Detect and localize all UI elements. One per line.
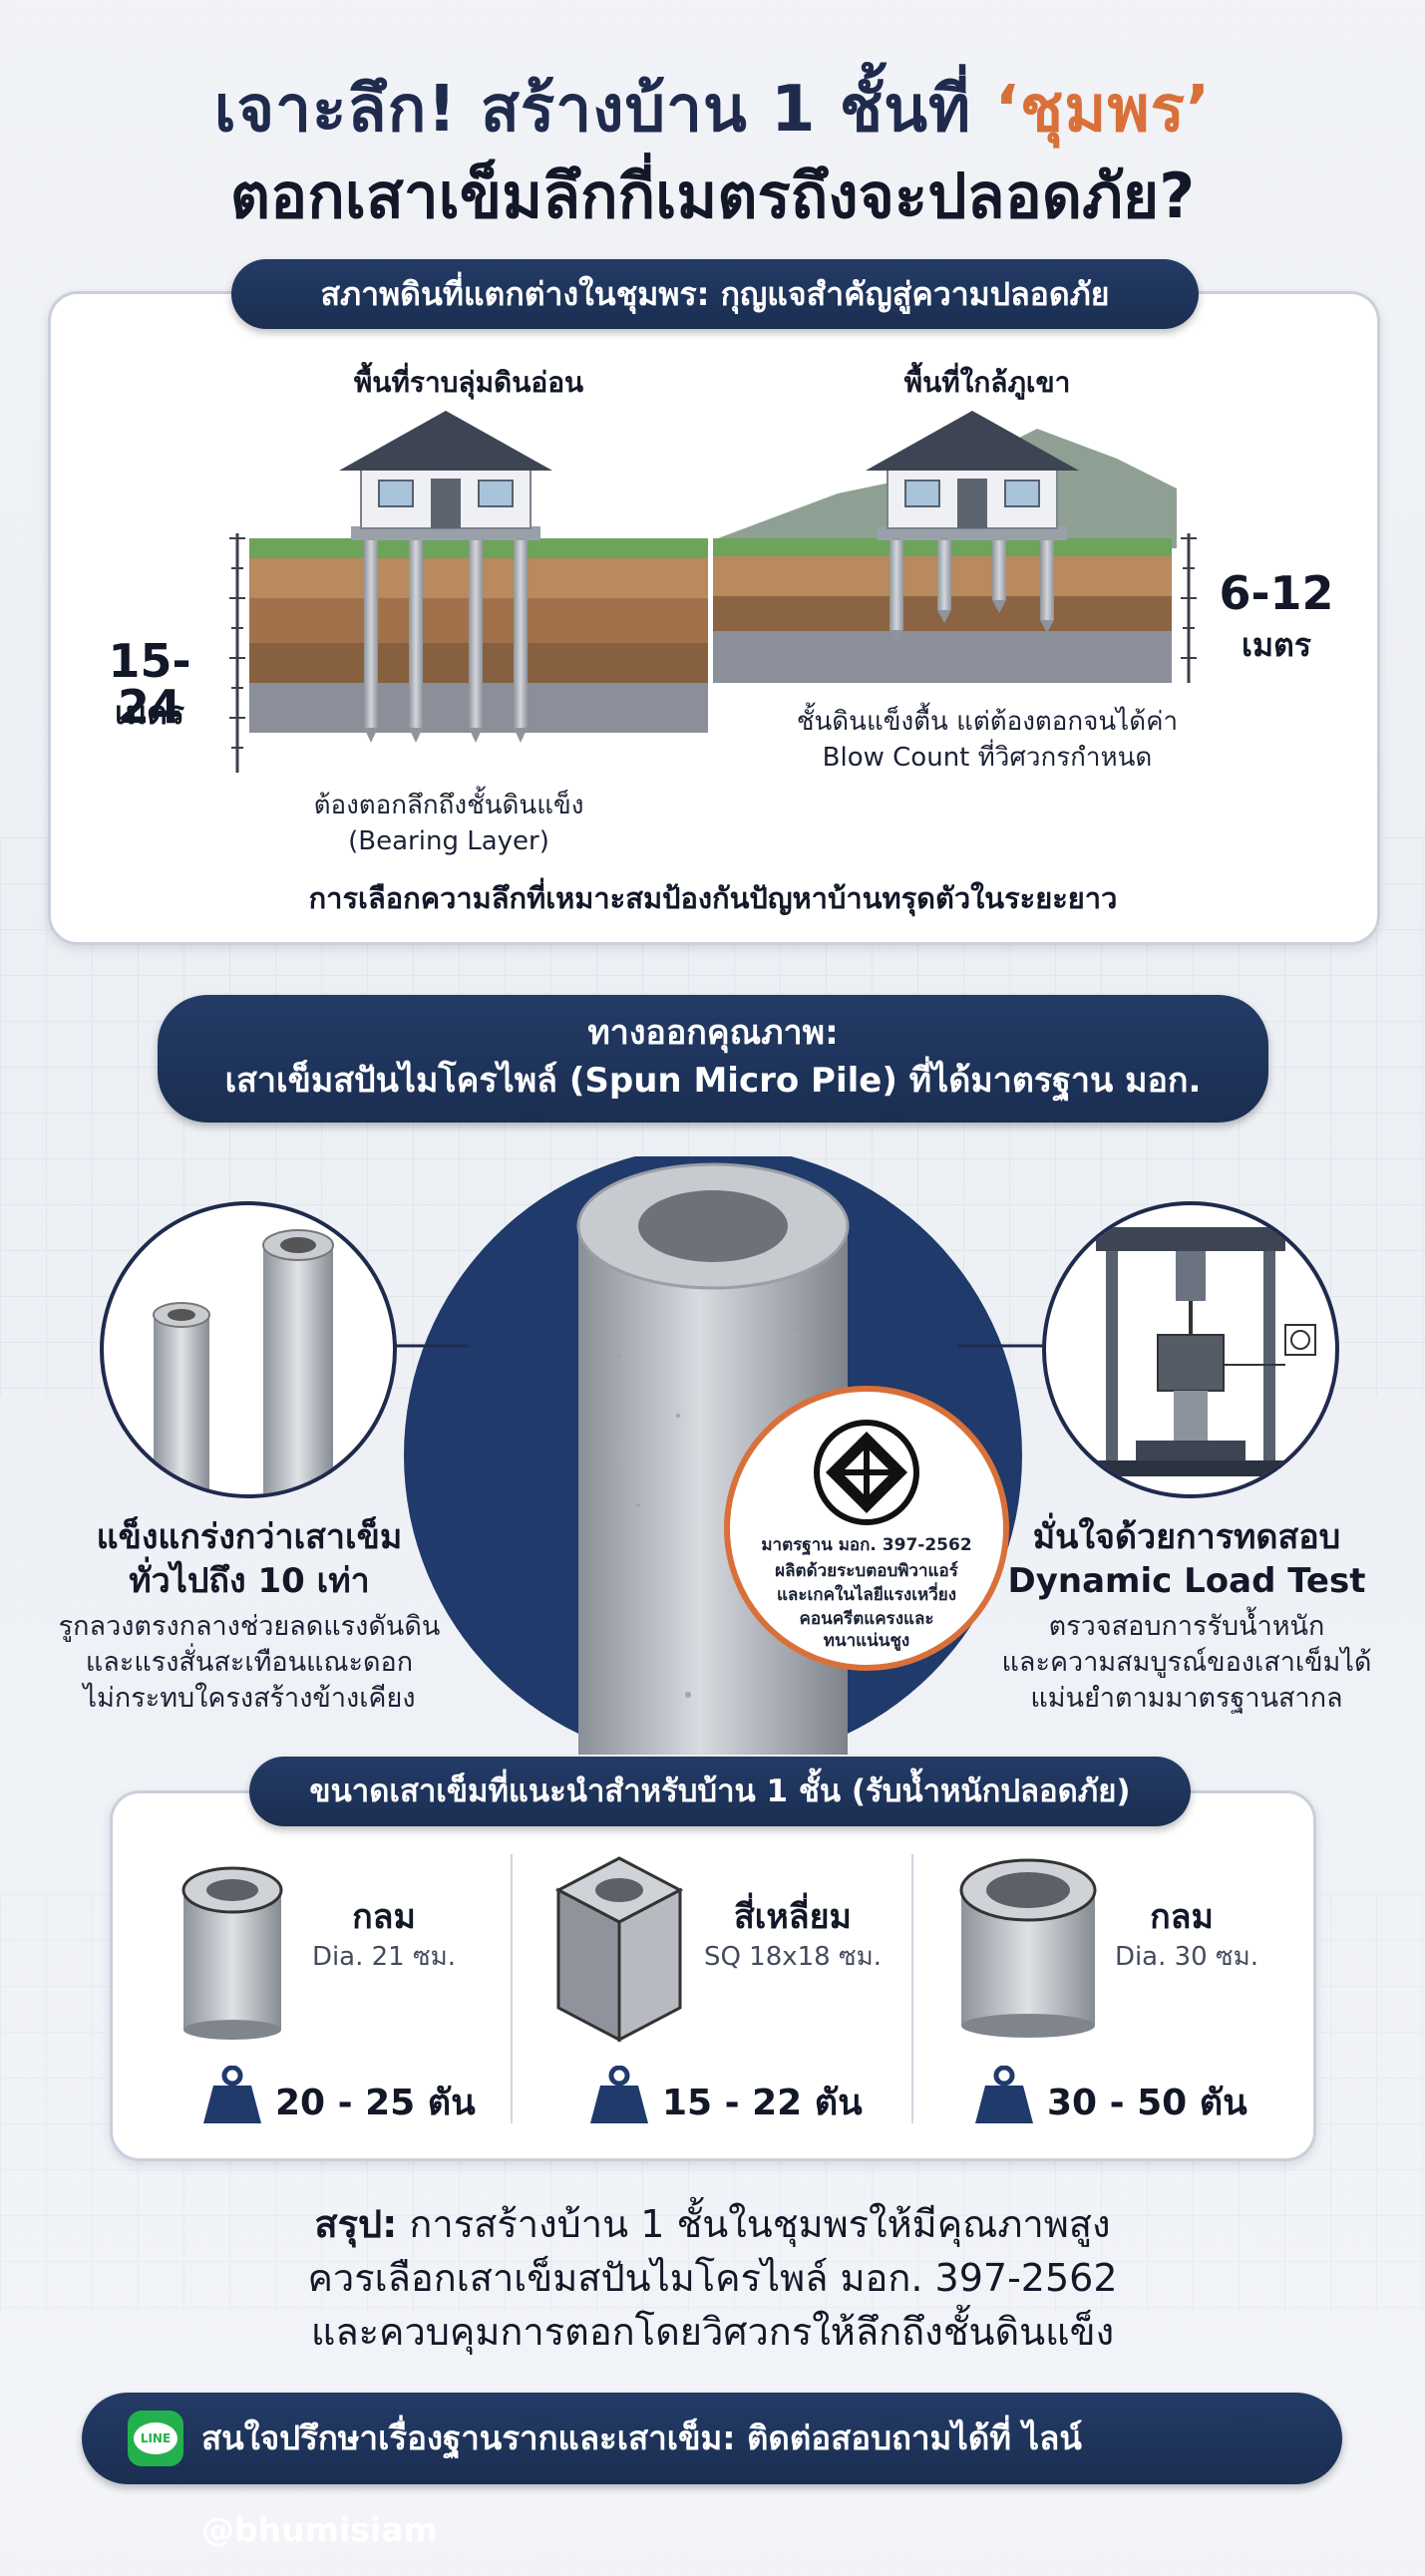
size-1-load: 20 - 25 ตัน xyxy=(275,2083,476,2123)
sizes-divider-2 xyxy=(911,1854,913,2123)
tis-logo-icon xyxy=(814,1420,919,1525)
size-2-load: 15 - 22 ตัน xyxy=(662,2083,863,2123)
left-area-title: พื้นที่ราบลุ่มดินอ่อน xyxy=(353,366,584,399)
soil-banner: สภาพดินที่แตกต่างในชุมพร: กุญแจสำคัญสู่ค… xyxy=(231,259,1199,329)
size-1-name: กลม xyxy=(352,1897,416,1937)
tis-standard-badge: มาตรฐาน มอก. 397-2562 ผลิตด้วยระบตอบพิวา… xyxy=(724,1386,1009,1671)
load-test-machine-icon xyxy=(1086,1227,1316,1476)
summary-label: สรุป: xyxy=(314,2202,398,2246)
title-accent: ‘ชุมพร’ xyxy=(994,73,1212,147)
left-caption-2: (Bearing Layer) xyxy=(348,826,549,856)
left-feature-title-1: แข็งแกร่งกว่าเสาเข็ม xyxy=(96,1517,403,1557)
badge-line3: และเกคในไลยีแรงเหวี่ยง xyxy=(776,1585,957,1605)
badge-line2: ผลิตด้วยระบตอบพิวาแอร์ xyxy=(775,1561,958,1581)
size-2-spec: SQ 18x18 ซม. xyxy=(703,1942,883,1972)
size-3-spec: Dia. 30 ซม. xyxy=(1114,1942,1259,1972)
contact-text: สนใจปรึกษาเรื่องฐานรากและเสาเข็ม: ติดต่อ… xyxy=(201,2418,1082,2549)
round-pile-large-icon xyxy=(959,1858,1097,2038)
badge-line1: มาตรฐาน มอก. 397-2562 xyxy=(761,1535,972,1555)
soil-bottom-note: การเลือกความลึกที่เหมาะสมป้องกันปัญหาบ้า… xyxy=(308,881,1118,915)
weight-icon-1 xyxy=(203,2066,261,2123)
square-pile-icon xyxy=(554,1856,684,2043)
sizes-divider-1 xyxy=(511,1854,513,2123)
right-feature-body-2: และความสมบูรณ์ของเสาเข็มได้ xyxy=(1001,1647,1372,1678)
right-depth-value: 6-12 xyxy=(1219,566,1334,620)
line-app-icon: LINE xyxy=(128,2411,183,2466)
left-feature-body-3: ไม่กระทบใครงสร้างข้างเคียง xyxy=(83,1683,416,1714)
badge-line5: ทนาแน่นชูง xyxy=(823,1631,910,1651)
right-caption-1: ชั้นดินแข็งตื้น แต่ต้องตอกจนได้ค่า xyxy=(796,707,1179,737)
left-caption-1: ต้องตอกลึกถึงชั้นดินแข็ง xyxy=(313,791,584,820)
right-area-title: พื้นที่ใกล้ภูเขา xyxy=(903,366,1071,399)
left-feature-title-2: ทั่วไปถึง 10 เท่า xyxy=(129,1561,370,1601)
badge-line4: คอนครีตแครงและ xyxy=(799,1609,934,1629)
contact-footer[interactable]: LINE สนใจปรึกษาเรื่องฐานรากและเสาเข็ม: ต… xyxy=(82,2393,1342,2549)
summary-line2: ควรเลือกเสาเข็มสปันไมโครไพล์ มอก. 397-25… xyxy=(307,2256,1118,2300)
soil-cross-section xyxy=(229,411,1197,773)
size-2-name: สี่เหลี่ยม xyxy=(734,1897,852,1937)
right-feature-body-3: แม่นยำตามมาตรฐานสากล xyxy=(1030,1683,1343,1714)
size-3-load: 30 - 50 ตัน xyxy=(1047,2083,1247,2123)
right-feature-title-1: มั่นใจด้วยการทดสอบ xyxy=(1032,1517,1341,1557)
right-caption-2: Blow Count ที่วิศวกรกำหนด xyxy=(822,743,1153,773)
sizes-banner: ขนาดเสาเข็มที่แนะนำสำหรับบ้าน 1 ชั้น (รั… xyxy=(249,1757,1191,1826)
page-title-line2: ตอกเสาเข็มลึกกี่เมตรถึงจะปลอดภัย? xyxy=(229,160,1196,232)
page-title-line1: เจาะลึก! สร้างบ้าน 1 ชั้นที่ ‘ชุมพร’ xyxy=(213,73,1212,147)
hollow-pile-circle xyxy=(100,1201,397,1498)
left-depth-unit: เมตร xyxy=(115,694,184,732)
solution-line1: ทางออกคุณภาพ: xyxy=(587,1013,839,1053)
size-3-name: กลม xyxy=(1150,1897,1214,1937)
right-depth-unit: เมตร xyxy=(1242,626,1311,664)
summary-line3: และควบคุมการตอกโดยวิศวกรให้ลึกถึงชั้นดิน… xyxy=(310,2310,1115,2354)
right-feature-body-1: ตรวจสอบการรับน้ำหนัก xyxy=(1048,1611,1325,1642)
right-feature-title-2: Dynamic Load Test xyxy=(1007,1561,1366,1601)
left-feature-body-2: และแรงสั่นสะเทือนแณะดอก xyxy=(85,1647,414,1678)
left-depth-value: 15-24 xyxy=(108,634,191,734)
weight-icon-3 xyxy=(975,2066,1033,2123)
load-test-circle xyxy=(1042,1201,1339,1498)
summary-line1: สรุป: การสร้างบ้าน 1 ชั้นในชุมพรให้มีคุณ… xyxy=(314,2202,1111,2246)
round-pile-small-icon xyxy=(181,1866,283,2040)
weight-icon-2 xyxy=(590,2066,648,2123)
solution-banner: ทางออกคุณภาพ: เสาเข็มสปันไมโครไพล์ (Spun… xyxy=(158,995,1268,1123)
sizes-card xyxy=(110,1790,1316,2161)
hollow-pile-icon xyxy=(153,1229,334,1494)
left-feature-body-1: รูกลวงตรงกลางช่วยลดแรงดันดิน xyxy=(58,1611,441,1642)
size-1-spec: Dia. 21 ซม. xyxy=(311,1942,457,1972)
solution-line2: เสาเข็มสปันไมโครไพล์ (Spun Micro Pile) ท… xyxy=(224,1061,1202,1101)
